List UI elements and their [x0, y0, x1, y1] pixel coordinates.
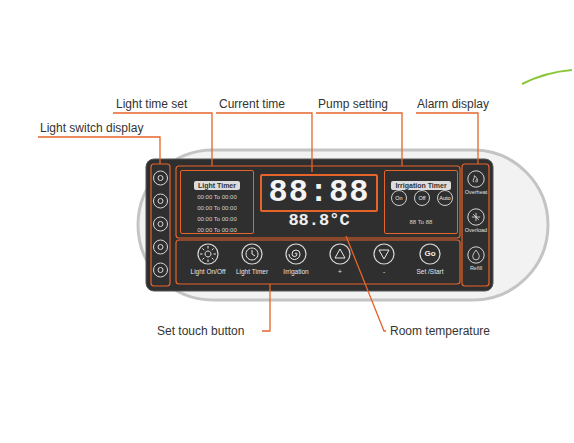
alarm-indicator: Refill [462, 246, 490, 278]
timer-row: 00:00 To 00:00 [183, 192, 251, 203]
button-label: Set /Start [406, 267, 454, 276]
housing [138, 150, 548, 300]
clock-display: 88:88 [260, 174, 378, 212]
callout-label: Current time [219, 97, 285, 111]
alarm-icon [467, 208, 485, 226]
irrigation-timer-panel: Irrigation Timer 88 To 88 On Off Auto [384, 170, 458, 234]
timer-row: 00:00 To 00:00 [183, 225, 251, 236]
button-icon [197, 243, 219, 265]
leader-lines [38, 113, 478, 331]
go-text: Go [419, 243, 441, 265]
button-icon [241, 243, 263, 265]
button-icon [285, 243, 307, 265]
callout-label: Set touch button [157, 324, 244, 338]
button-row-outline [176, 240, 460, 284]
pump-mode-label: Auto [439, 195, 450, 201]
callout-label: Room temperature [390, 324, 490, 338]
touch-button: Light On/Off [186, 243, 230, 281]
pump-mode-button: Auto [437, 190, 453, 206]
alarm-icon [467, 170, 485, 188]
timer-row: 00:00 To 00:00 [183, 203, 251, 214]
callout-label: Pump setting [318, 97, 388, 111]
alarm-indicator: Overload [462, 208, 490, 240]
callout-label: Light switch display [40, 121, 143, 135]
pump-mode-label: On [395, 195, 402, 201]
alarm-label: Overload [462, 227, 490, 234]
button-label: Light On/Off [186, 267, 230, 276]
button-label: + [318, 267, 362, 276]
switch-column-outline [151, 164, 170, 286]
touch-button: + [318, 243, 362, 281]
touch-button: Irrigation [274, 243, 318, 281]
callout-label: Light time set [116, 97, 187, 111]
timer-row: 00:00 To 00:00 [183, 214, 251, 225]
alarm-indicator: Overheat [462, 170, 490, 202]
touch-button: - [362, 243, 406, 281]
set-start-button: GoSet /Start [406, 243, 454, 281]
temperature-readout: 88.8°C [288, 214, 349, 228]
alarm-icon [467, 246, 485, 264]
go-circle: Go [419, 243, 441, 265]
button-icon [373, 243, 395, 265]
callout-label: Alarm display [417, 97, 489, 111]
alarm-label: Overheat [462, 189, 490, 196]
light-switch-icons [154, 171, 168, 277]
button-label: Light Timer [230, 267, 274, 276]
light-timer-panel: Light Timer00:00 To 00:0000:00 To 00:000… [180, 170, 254, 234]
display-panel [146, 159, 493, 291]
leaf-stroke [522, 70, 572, 84]
pump-mode-label: Off [418, 195, 425, 201]
pump-mode-button: On [391, 190, 407, 206]
timer-row: 88 To 88 [387, 217, 455, 228]
display-outline [176, 166, 460, 238]
button-label: Irrigation [274, 267, 318, 276]
panel-tag: Light Timer [194, 181, 240, 190]
pump-mode-button: Off [414, 190, 430, 206]
touch-button: Light Timer [230, 243, 274, 281]
button-icon [329, 243, 351, 265]
button-label: - [362, 267, 406, 276]
alarm-label: Refill [462, 265, 490, 272]
panel-tag: Irrigation Timer [391, 181, 450, 190]
alarm-column-outline [462, 164, 489, 286]
seven-segment-time: 88:88 [268, 176, 369, 210]
